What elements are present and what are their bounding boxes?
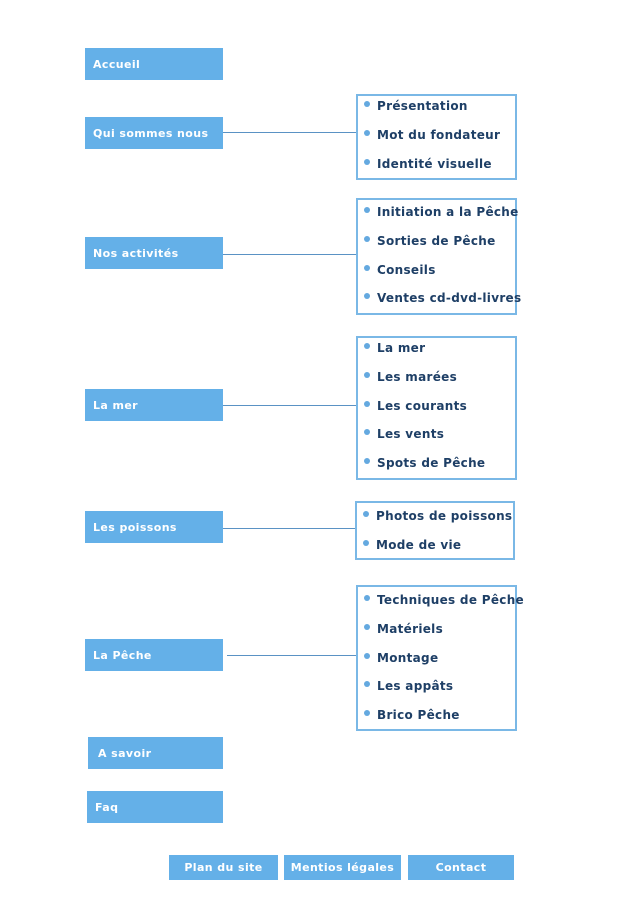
submenu-item-courants[interactable]: Les courants bbox=[364, 398, 467, 414]
submenu-item-sorties[interactable]: Sorties de Pêche bbox=[364, 233, 496, 249]
nav-la-peche-button[interactable]: La Pêche bbox=[85, 639, 223, 671]
submenu-item-identite-visuelle[interactable]: Identité visuelle bbox=[364, 156, 492, 172]
bullet-icon bbox=[364, 458, 370, 464]
submenu-item-la-mer[interactable]: La mer bbox=[364, 340, 425, 356]
bullet-icon bbox=[364, 293, 370, 299]
bullet-icon bbox=[363, 511, 369, 517]
bullet-icon bbox=[364, 372, 370, 378]
bullet-icon bbox=[363, 540, 369, 546]
plan-du-site-button[interactable]: Plan du site bbox=[169, 855, 278, 880]
nav-faq-button[interactable]: Faq bbox=[87, 791, 223, 823]
nav-la-mer-button[interactable]: La mer bbox=[85, 389, 223, 421]
contact-button[interactable]: Contact bbox=[408, 855, 514, 880]
bullet-icon bbox=[364, 265, 370, 271]
submenu-item-marees[interactable]: Les marées bbox=[364, 369, 457, 385]
connector-line-mer bbox=[223, 405, 356, 406]
mentions-legales-button[interactable]: Mentios légales bbox=[284, 855, 401, 880]
bullet-icon bbox=[364, 710, 370, 716]
submenu-item-vents[interactable]: Les vents bbox=[364, 426, 444, 442]
connector-line-poissons bbox=[223, 528, 356, 529]
bullet-icon bbox=[364, 130, 370, 136]
bullet-icon bbox=[364, 401, 370, 407]
submenu-item-brico[interactable]: Brico Pêche bbox=[364, 707, 460, 723]
submenu-item-techniques[interactable]: Techniques de Pêche bbox=[364, 592, 524, 608]
submenu-item-montage[interactable]: Montage bbox=[364, 650, 438, 666]
bullet-icon bbox=[364, 207, 370, 213]
bullet-icon bbox=[364, 159, 370, 165]
submenu-qui-sommes-nous: Présentation Mot du fondateur Identité v… bbox=[356, 94, 517, 180]
connector-line-activites bbox=[223, 254, 356, 255]
submenu-item-materiels[interactable]: Matériels bbox=[364, 621, 443, 637]
submenu-item-presentation[interactable]: Présentation bbox=[364, 98, 468, 114]
nav-qui-sommes-nous-button[interactable]: Qui sommes nous bbox=[85, 117, 223, 149]
submenu-item-appats[interactable]: Les appâts bbox=[364, 678, 453, 694]
bullet-icon bbox=[364, 681, 370, 687]
submenu-les-poissons: Photos de poissons Mode de vie bbox=[355, 501, 515, 560]
bullet-icon bbox=[364, 343, 370, 349]
bullet-icon bbox=[364, 595, 370, 601]
bullet-icon bbox=[364, 236, 370, 242]
submenu-item-ventes[interactable]: Ventes cd-dvd-livres bbox=[364, 290, 521, 306]
submenu-item-conseils[interactable]: Conseils bbox=[364, 262, 436, 278]
nav-a-savoir-button[interactable]: A savoir bbox=[88, 737, 223, 769]
submenu-item-mot-du-fondateur[interactable]: Mot du fondateur bbox=[364, 127, 500, 143]
submenu-la-mer: La mer Les marées Les courants Les vents… bbox=[356, 336, 517, 480]
nav-nos-activites-button[interactable]: Nos activités bbox=[85, 237, 223, 269]
connector-line-peche bbox=[227, 655, 356, 656]
submenu-item-spots[interactable]: Spots de Pêche bbox=[364, 455, 485, 471]
bullet-icon bbox=[364, 429, 370, 435]
nav-les-poissons-button[interactable]: Les poissons bbox=[85, 511, 223, 543]
bullet-icon bbox=[364, 101, 370, 107]
submenu-item-initiation[interactable]: Initiation a la Pêche bbox=[364, 204, 519, 220]
submenu-la-peche: Techniques de Pêche Matériels Montage Le… bbox=[356, 585, 524, 731]
submenu-nos-activites: Initiation a la Pêche Sorties de Pêche C… bbox=[356, 198, 521, 315]
submenu-item-mode-de-vie[interactable]: Mode de vie bbox=[363, 537, 461, 553]
nav-accueil-button[interactable]: Accueil bbox=[85, 48, 223, 80]
bullet-icon bbox=[364, 653, 370, 659]
submenu-item-photos[interactable]: Photos de poissons bbox=[363, 508, 512, 524]
bullet-icon bbox=[364, 624, 370, 630]
connector-line-qui bbox=[223, 132, 356, 133]
